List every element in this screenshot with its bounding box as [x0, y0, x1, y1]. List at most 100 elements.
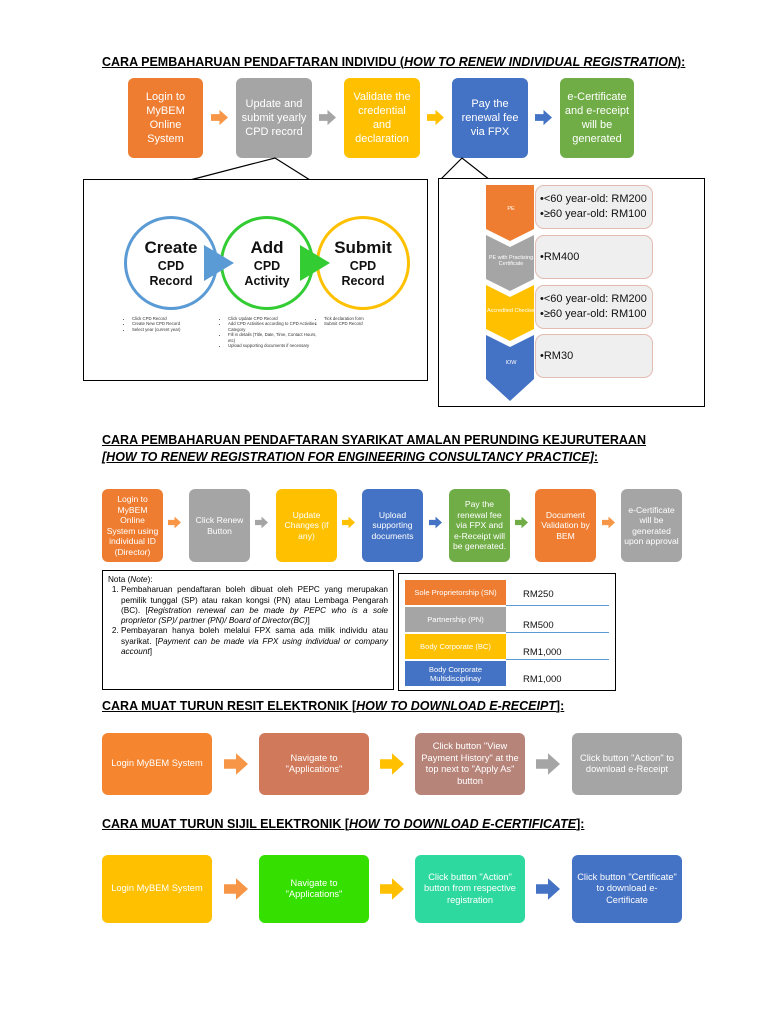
note-item-end: ] — [307, 616, 310, 626]
fee-category-label: PE with Practising Certificate — [488, 254, 534, 268]
company-fee-table: Sole Proprietorship (SN) RM250 Partnersh… — [398, 573, 616, 691]
fee-category-cell: Body Corporate Multidisciplinay — [405, 661, 506, 686]
divider — [506, 659, 609, 660]
section2-heading-suffix: : — [593, 450, 599, 464]
arrow-right-icon — [211, 109, 228, 126]
arrow-right-icon — [342, 516, 355, 529]
fee-detail-box: •RM30 — [535, 334, 653, 378]
s2-step-pay: Pay the renewal fee via FPX and e-Receip… — [449, 489, 510, 562]
note-title-end: ): — [147, 575, 153, 584]
fee-category-cell: Partnership (PN) — [405, 607, 506, 632]
note-list: Pembaharuan pendaftaran boleh dibuat ole… — [108, 585, 388, 657]
note-item-italic: Registration renewal can be made by PEPC… — [121, 605, 388, 626]
s4-step-login: Login MyBEM System — [102, 855, 212, 923]
arrow-right-icon — [429, 516, 442, 529]
fee-price: RM1,000 — [523, 674, 562, 685]
note-item: Pembaharuan pendaftaran boleh dibuat ole… — [121, 585, 388, 626]
list-item: Click CPD Record — [132, 316, 222, 321]
note-title-text: Nota ( — [108, 575, 131, 584]
arrow-right-icon — [602, 516, 615, 529]
s2-step-upload: Upload supporting documents — [362, 489, 423, 562]
divider — [506, 605, 609, 606]
fee-detail-box: •<60 year-old: RM200 •≥60 year-old: RM10… — [535, 185, 653, 229]
note-box: Nota (Note): Pembaharuan pendaftaran bol… — [102, 570, 394, 690]
section1-heading-italic: HOW TO RENEW INDIVIDUAL REGISTRATION — [404, 55, 677, 69]
list-item: Select year (current year) — [132, 327, 222, 332]
fee-category-chevrons — [486, 185, 534, 401]
note-title-italic: Note — [130, 575, 148, 584]
chevron-right-icon — [204, 245, 234, 281]
fee-detail-box: •<60 year-old: RM200 •≥60 year-old: RM10… — [535, 285, 653, 329]
list-item: Add CPD Activities according to CPD Acti… — [228, 321, 320, 332]
cpd-panel: Create CPD Record Add CPD Activity Submi… — [83, 179, 428, 381]
arrow-right-icon — [536, 752, 560, 776]
s1-step-update-cpd: Update and submit yearly CPD record — [236, 78, 312, 158]
list-item: Submit CPD Record — [324, 321, 414, 326]
add-label: Add — [250, 238, 284, 257]
s4-step-certificate: Click button "Certificate" to download e… — [572, 855, 682, 923]
section4-heading-prefix: CARA MUAT TURUN SIJIL ELEKTRONIK [ — [102, 817, 349, 831]
note-item-end: ] — [149, 647, 152, 657]
list-item: Fill in details (Title, Date, Time, Cont… — [228, 332, 320, 343]
s3-step-navigate: Navigate to "Applications" — [259, 733, 369, 795]
s2-step-renew: Click Renew Button — [189, 489, 250, 562]
submit-label: Submit — [334, 238, 392, 257]
note-item-italic: Payment can be made via FPX using indivi… — [121, 636, 388, 657]
fee-line: •<60 year-old: RM200 — [540, 293, 647, 305]
fee-category-cell: Sole Proprietorship (SN) — [405, 580, 506, 605]
add-sub-label: CPD Activity — [244, 259, 290, 288]
arrow-right-icon — [224, 752, 248, 776]
arrow-right-icon — [535, 109, 552, 126]
individual-fee-panel: PE PE with Practising Certificate Accred… — [438, 178, 705, 407]
add-steps-list: Click Update CPD Record Add CPD Activiti… — [222, 316, 320, 348]
create-sub-label: CPD Record — [149, 259, 193, 288]
section2-heading-italic: [HOW TO RENEW REGISTRATION FOR ENGINEERI… — [102, 450, 594, 464]
fee-category-label: IOW — [505, 359, 517, 366]
fee-price: RM250 — [523, 589, 554, 600]
fee-line: •RM30 — [540, 349, 574, 362]
submit-steps-list: Tick declaration form Submit CPD Record — [318, 316, 414, 327]
arrow-right-icon — [255, 516, 268, 529]
arrow-right-icon — [427, 109, 444, 126]
section1-heading-prefix: CARA PEMBAHARUAN PENDAFTARAN INDIVIDU ( — [102, 55, 405, 69]
divider — [506, 632, 609, 633]
create-label: Create — [144, 238, 198, 257]
s2-step-validation: Document Validation by BEM — [535, 489, 596, 562]
section3-heading: CARA MUAT TURUN RESIT ELEKTRONIK [HOW TO… — [102, 698, 564, 715]
s2-step-ecert: e-Certificate will be generated upon app… — [621, 489, 682, 562]
fee-line: •≥60 year-old: RM100 — [540, 308, 647, 320]
arrow-right-icon — [168, 516, 181, 529]
s1-step-pay: Pay the renewal fee via FPX — [452, 78, 528, 158]
section4-heading: CARA MUAT TURUN SIJIL ELEKTRONIK [HOW TO… — [102, 816, 584, 833]
fee-category-label: PE — [507, 205, 515, 212]
arrow-right-icon — [380, 752, 404, 776]
s2-step-update: Update Changes (if any) — [276, 489, 337, 562]
section4-heading-suffix: ]: — [576, 817, 585, 831]
arrow-right-icon — [380, 877, 404, 901]
note-title: Nota (Note): — [108, 575, 388, 585]
s2-step-login: Login to MyBEM Online System using indiv… — [102, 489, 163, 562]
arrow-right-icon — [536, 877, 560, 901]
section4-heading-italic: HOW TO DOWNLOAD E-CERTIFICATE — [349, 817, 577, 831]
fee-detail-box: •RM400 — [535, 235, 653, 279]
s3-step-login: Login MyBEM System — [102, 733, 212, 795]
fee-price: RM1,000 — [523, 647, 562, 658]
section3-heading-italic: HOW TO DOWNLOAD E-RECEIPT — [356, 699, 556, 713]
list-item: Tick declaration form — [324, 316, 414, 321]
note-item-text: Pembayaran hanya boleh melalui FPX sama … — [121, 626, 388, 646]
s3-step-download: Click button "Action" to download e-Rece… — [572, 733, 682, 795]
s3-step-view-history: Click button "View Payment History" at t… — [415, 733, 525, 795]
fee-category-label: Accredited Checker — [487, 307, 535, 314]
section1-heading-suffix: ): — [677, 55, 686, 69]
list-item: Upload supporting documents if necessary — [228, 343, 320, 348]
arrow-right-icon — [224, 877, 248, 901]
section1-heading: CARA PEMBAHARUAN PENDAFTARAN INDIVIDU (H… — [102, 54, 685, 71]
arrow-right-icon — [319, 109, 336, 126]
note-item: Pembayaran hanya boleh melalui FPX sama … — [121, 626, 388, 657]
s1-step-validate: Validate the credential and declaration — [344, 78, 420, 158]
section2-heading-prefix: CARA PEMBAHARUAN PENDAFTARAN SYARIKAT AM… — [102, 433, 646, 447]
section3-heading-prefix: CARA MUAT TURUN RESIT ELEKTRONIK [ — [102, 699, 357, 713]
s4-step-navigate: Navigate to "Applications" — [259, 855, 369, 923]
s4-step-action: Click button "Action" button from respec… — [415, 855, 525, 923]
list-item: Create New CPD Record — [132, 321, 222, 326]
